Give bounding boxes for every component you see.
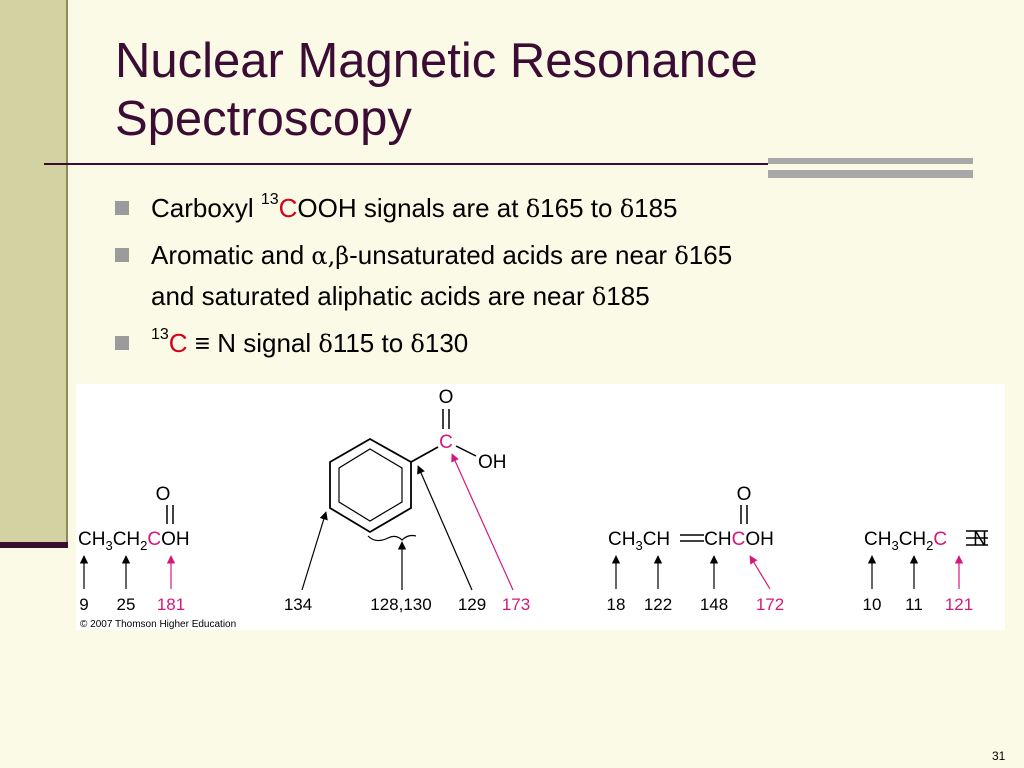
shift-arrow-highlight (451, 453, 514, 591)
shift-label: 134 (284, 595, 312, 614)
shift-label: 10 (863, 595, 882, 614)
delta-symbol: δ (591, 283, 607, 311)
bullet-square-icon (115, 336, 129, 350)
bullet-square-icon (115, 201, 129, 215)
isotope-superscript: 13 (151, 326, 169, 344)
shift-label-highlight: 173 (502, 595, 530, 614)
oxygen-label: O (439, 387, 454, 408)
oxygen-label: O (156, 484, 171, 505)
structures-svg: O CH3CH2COH 9 25 181 O C OH (78, 387, 988, 630)
left-decorative-bar (0, 0, 68, 546)
shift-value: 165 (688, 240, 733, 270)
shift-value: 185 (606, 281, 650, 311)
title-line-1: Nuclear Magnetic Resonance (115, 34, 758, 88)
shift-label: 122 (644, 595, 672, 614)
delta-symbol: δ (525, 195, 541, 223)
ring-carbonyl-bond (410, 446, 439, 463)
shift-label: 18 (607, 595, 626, 614)
shift-label-highlight: 181 (157, 595, 185, 614)
bullet-text: Aromatic and (151, 240, 312, 270)
left-bar-cap (0, 542, 68, 548)
bullet-text: Carboxyl (151, 193, 261, 223)
isotope-superscript: 13 (260, 191, 279, 209)
shift-label: 129 (458, 595, 486, 614)
benzene-inner-ring (338, 448, 403, 522)
oxygen-label: O (737, 484, 752, 505)
divider-accent-bottom (768, 170, 973, 178)
delta-symbol: δ (410, 330, 425, 358)
shift-label-highlight: 121 (945, 595, 973, 614)
divider-accent-top (768, 158, 973, 164)
bullet-text: -unsaturated acids are near (349, 240, 675, 270)
carbonyl-carbon-label: C (439, 432, 453, 453)
page-number: 31 (992, 749, 1006, 763)
structure-figure: O CH3CH2COH 9 25 181 O C OH (76, 384, 1005, 630)
bullet-text: N signal (217, 328, 319, 358)
title-divider (44, 163, 768, 165)
bullet-text: and saturated aliphatic acids are near (151, 281, 592, 311)
slide-title: Nuclear Magnetic Resonance Spectroscopy (115, 32, 975, 148)
molecule-benzoic-acid: O C OH 134 128,130 129 173 (284, 387, 530, 614)
formula-text: CH3CH2COH (78, 529, 190, 553)
bullet-square-icon (115, 248, 129, 262)
shift-label-highlight: 172 (756, 595, 784, 614)
bullet-carboxyl: Carboxyl 13COOH signals are at δ165 to δ… (113, 188, 973, 229)
shift-value: 115 to (332, 328, 411, 358)
delta-symbol: δ (674, 242, 689, 270)
alpha-beta-symbol: α,β (311, 242, 350, 270)
highlighted-carbon: C (278, 193, 298, 223)
title-line-2: Spectroscopy (115, 92, 412, 146)
triple-bond-symbol: ≡ (187, 328, 218, 358)
bullet-nitrile: 13C ≡ N signal δ115 to δ130 (113, 323, 973, 364)
bullet-aromatic: Aromatic and α,β-unsaturated acids are n… (113, 235, 973, 317)
copyright-text: © 2007 Thomson Higher Education (80, 619, 236, 630)
shift-value: 130 (424, 328, 469, 358)
highlighted-carbon: C (168, 328, 188, 358)
shift-label: 11 (905, 595, 923, 614)
shift-label: 128,130 (370, 595, 431, 614)
delta-symbol: δ (619, 195, 635, 223)
benzene-ring (329, 437, 412, 534)
shift-arrow (417, 465, 473, 591)
shift-arrow-highlight (749, 555, 771, 590)
shift-label: 9 (79, 595, 88, 614)
shift-label: 25 (117, 595, 136, 614)
shift-arrow (301, 511, 328, 591)
bullet-list: Carboxyl 13COOH signals are at δ165 to δ… (113, 188, 973, 370)
shift-label: 148 (700, 595, 728, 614)
ring-bracket (367, 534, 417, 542)
delta-symbol: δ (318, 330, 333, 358)
hydroxyl-label: OH (478, 452, 507, 473)
shift-value: 165 to (540, 193, 620, 223)
bullet-text: OOH signals are at (297, 193, 526, 223)
shift-value: 185 (634, 193, 678, 223)
molecule-propanoic-acid: O CH3CH2COH 9 25 181 (78, 484, 190, 614)
carbon-oh-bond (455, 445, 477, 457)
